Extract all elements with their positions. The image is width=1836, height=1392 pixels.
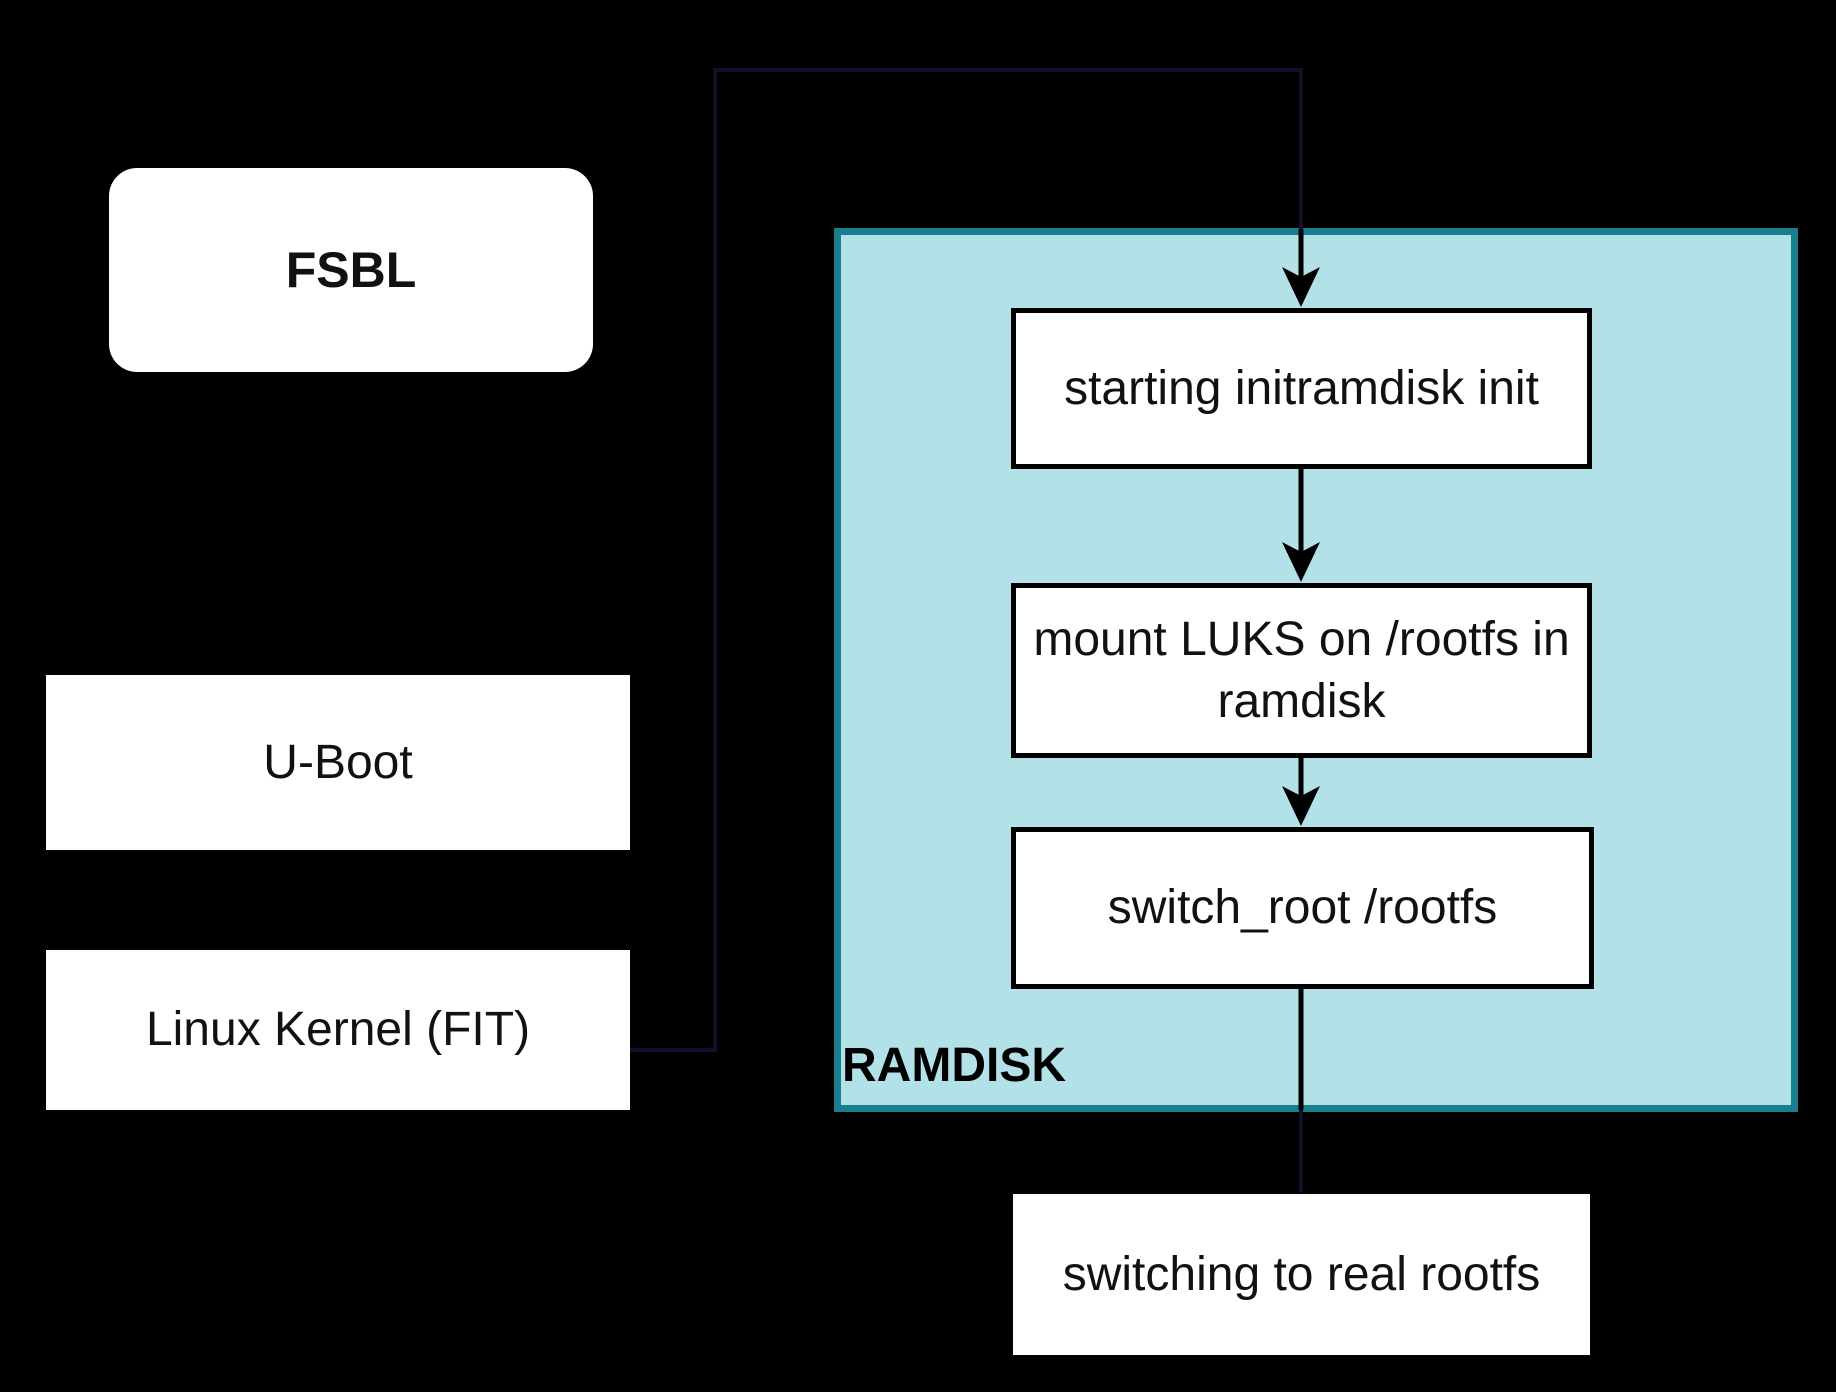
node-uboot: U-Boot <box>46 675 630 850</box>
ramdisk-label: RAMDISK <box>842 1039 1066 1092</box>
node-switchroot: switch_root /rootfs <box>1011 827 1594 989</box>
node-kernel: Linux Kernel (FIT) <box>46 950 630 1110</box>
node-init: starting initramdisk init <box>1011 308 1592 469</box>
node-label: mount LUKS on /rootfs in <box>1033 613 1570 667</box>
node-label: U-Boot <box>263 735 413 789</box>
node-label: switching to real rootfs <box>1062 1247 1541 1301</box>
node-real: switching to real rootfs <box>1013 1194 1590 1355</box>
node-label: starting initramdisk init <box>1064 361 1539 415</box>
node-fsbl: FSBL <box>109 168 593 372</box>
node-label: Linux Kernel (FIT) <box>145 1003 531 1057</box>
node-label: ramdisk <box>1217 674 1386 728</box>
node-label: switch_root /rootfs <box>1107 881 1498 935</box>
node-label: FSBL <box>285 242 417 298</box>
node-mount: mount LUKS on /rootfs in ramdisk <box>1011 583 1592 758</box>
